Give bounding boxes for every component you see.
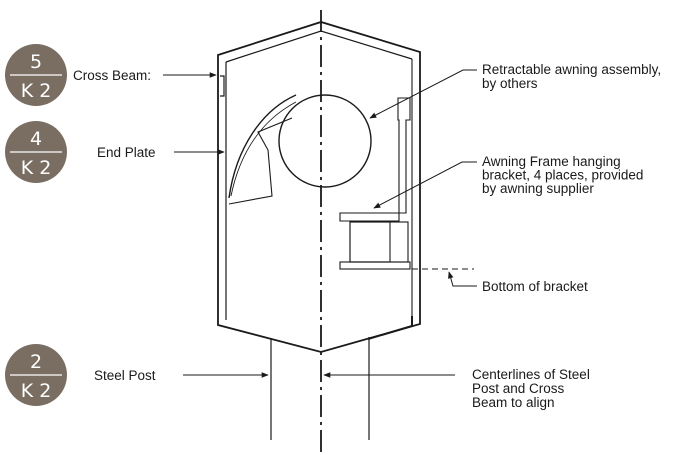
badge-detail-number: 4 — [30, 128, 42, 150]
callout-badge-end-plate: 4 K 2 — [5, 121, 67, 183]
label-hanging-bracket: Awning Frame hanging bracket, 4 places, … — [482, 154, 647, 196]
cross-beam-bottom-flange — [367, 316, 413, 340]
cross-beam-top-flange — [225, 30, 413, 63]
end-plate-panel — [228, 117, 293, 205]
label-bottom-of-bracket: Bottom of bracket — [482, 279, 588, 294]
leader-awning-assembly — [369, 69, 477, 119]
awning-roller — [278, 94, 372, 188]
label-cross-beam: Cross Beam: — [73, 68, 151, 83]
badge-sheet-number: K 2 — [21, 80, 52, 102]
badge-sheet-number: K 2 — [21, 380, 52, 402]
callout-badge-steel-post: 2 K 2 — [5, 344, 67, 406]
badge-detail-number: 2 — [30, 351, 42, 373]
bracket-box-inner — [349, 221, 391, 263]
label-awning-assembly: Retractable awning assembly, by others — [482, 62, 665, 91]
bracket-box — [349, 221, 409, 263]
badge-detail-number: 5 — [30, 51, 42, 73]
leader-hanging-bracket — [373, 161, 477, 209]
callout-badge-cross-beam: 5 K 2 — [5, 44, 67, 106]
badge-sheet-number: K 2 — [21, 157, 52, 179]
end-plate-curve — [228, 94, 297, 199]
label-centerlines: Centerlines of Steel Post and Cross Beam… — [472, 367, 594, 410]
cross-beam-outline — [217, 21, 421, 353]
label-end-plate: End Plate — [97, 145, 156, 160]
cross-beam-tab — [220, 75, 225, 97]
label-steel-post: Steel Post — [94, 368, 156, 383]
end-plate-curve-inner — [230, 101, 297, 197]
bracket-bottom-plate — [339, 261, 411, 270]
bracket-arm — [339, 97, 411, 222]
leader-bottom-of-bracket — [448, 271, 477, 287]
